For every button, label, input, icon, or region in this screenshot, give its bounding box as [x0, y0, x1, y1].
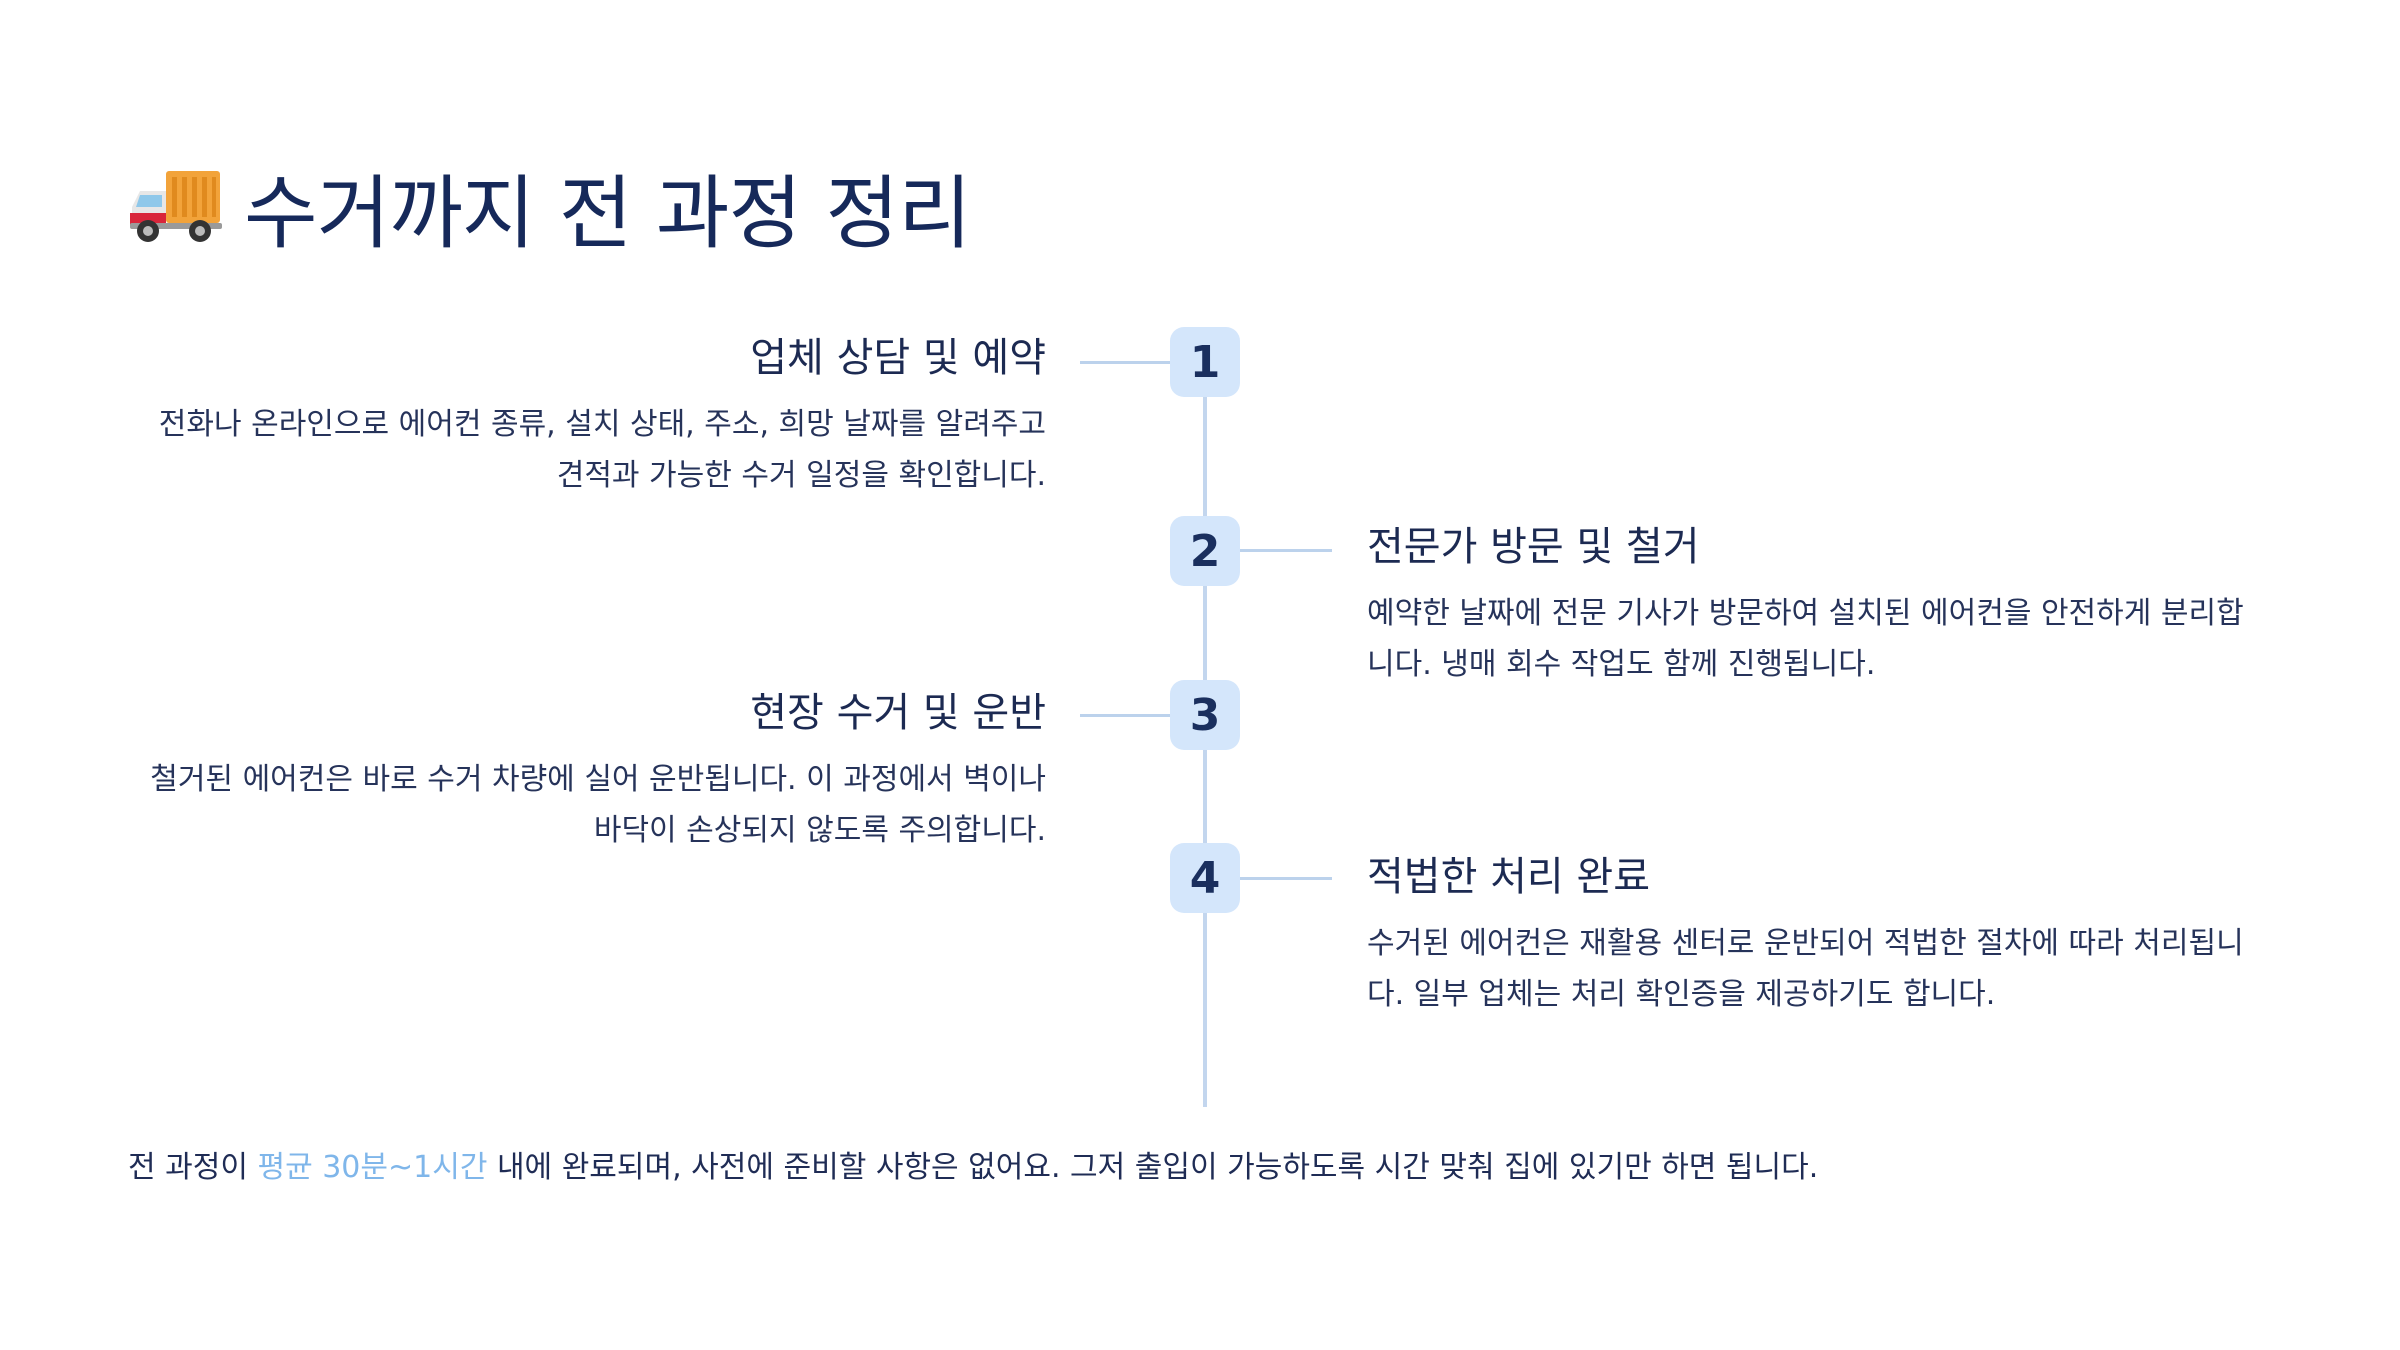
step-1-description-line: 전화나 온라인으로 에어컨 종류, 설치 상태, 주소, 희망 날짜를 알려주고 — [158, 407, 1046, 442]
step-4-connector — [1240, 877, 1332, 880]
summary-note-after: 내에 완료되며, 사전에 준비할 사항은 없어요. 그저 출입이 가능하도록 시… — [487, 1150, 1819, 1185]
step-2-badge: 2 — [1170, 516, 1240, 586]
step-1-description: 전화나 온라인으로 에어컨 종류, 설치 상태, 주소, 희망 날짜를 알려주고… — [46, 399, 1046, 501]
step-3: 현장 수거 및 운반 철거된 에어컨은 바로 수거 차량에 실어 운반됩니다. … — [46, 688, 1046, 856]
step-4-description-line: 다. 일부 업체는 처리 확인증을 제공하기도 합니다. — [1367, 977, 1996, 1012]
page-title-text: 수거까지 전 과정 정리 — [244, 167, 972, 260]
step-2-title: 전문가 방문 및 철거 — [1367, 524, 1700, 570]
step-4-description: 수거된 에어컨은 재활용 센터로 운반되어 적법한 절차에 따라 처리됩니 다.… — [1367, 918, 2267, 1020]
page-title: 수거까지 전 과정 정리 — [128, 152, 972, 262]
step-4-badge: 4 — [1170, 843, 1240, 913]
step-2-description: 예약한 날짜에 전문 기사가 방문하여 설치된 에어컨을 안전하게 분리합 니다… — [1367, 588, 2267, 690]
step-1-description-line: 견적과 가능한 수거 일정을 확인합니다. — [556, 458, 1046, 493]
step-3-description: 철거된 에어컨은 바로 수거 차량에 실어 운반됩니다. 이 과정에서 벽이나 … — [46, 754, 1046, 856]
step-3-description-line: 철거된 에어컨은 바로 수거 차량에 실어 운반됩니다. 이 과정에서 벽이나 — [150, 762, 1046, 797]
step-1: 업체 상담 및 예약 전화나 온라인으로 에어컨 종류, 설치 상태, 주소, … — [46, 333, 1046, 501]
summary-note-highlight: 평균 30분~1시간 — [257, 1150, 488, 1185]
step-2: 전문가 방문 및 철거 예약한 날짜에 전문 기사가 방문하여 설치된 에어컨을… — [1367, 522, 2267, 690]
step-4: 적법한 처리 완료 수거된 에어컨은 재활용 센터로 운반되어 적법한 절차에 … — [1367, 852, 2267, 1020]
summary-note-before: 전 과정이 — [128, 1150, 258, 1185]
step-2-connector — [1240, 549, 1332, 552]
step-3-connector — [1080, 714, 1172, 717]
step-1-connector — [1080, 361, 1172, 364]
step-4-title: 적법한 처리 완료 — [1367, 854, 1651, 900]
step-1-badge: 1 — [1170, 327, 1240, 397]
summary-note: 전 과정이 평균 30분~1시간 내에 완료되며, 사전에 준비할 사항은 없어… — [128, 1143, 1818, 1193]
step-2-description-line: 예약한 날짜에 전문 기사가 방문하여 설치된 에어컨을 안전하게 분리합 — [1367, 596, 2244, 631]
step-3-description-line: 바닥이 손상되지 않도록 주의합니다. — [593, 813, 1046, 848]
step-1-title: 업체 상담 및 예약 — [750, 335, 1046, 381]
delivery-truck-icon — [130, 171, 222, 242]
step-3-title: 현장 수거 및 운반 — [750, 690, 1046, 736]
step-4-description-line: 수거된 에어컨은 재활용 센터로 운반되어 적법한 절차에 따라 처리됩니 — [1367, 926, 2244, 961]
step-2-description-line: 니다. 냉매 회수 작업도 함께 진행됩니다. — [1367, 647, 1876, 682]
step-3-badge: 3 — [1170, 680, 1240, 750]
